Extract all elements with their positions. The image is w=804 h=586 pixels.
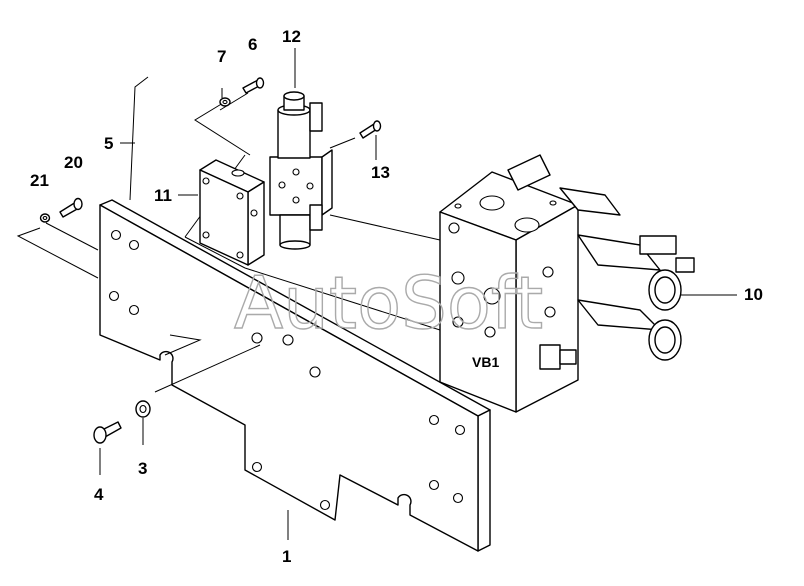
watermark-text: AutoSoft xyxy=(234,261,543,345)
callout-5: 5 xyxy=(104,134,113,153)
callout-21: 21 xyxy=(30,171,49,190)
callout-12: 12 xyxy=(282,27,301,46)
callout-20: 20 xyxy=(64,153,83,172)
callout-11: 11 xyxy=(154,186,172,205)
leader-lines xyxy=(16,48,737,540)
callout-6: 6 xyxy=(248,35,257,54)
screw-4 xyxy=(93,421,122,444)
valve-body xyxy=(439,154,579,413)
solenoid-valve xyxy=(269,91,333,250)
valve-label: VB1 xyxy=(472,354,499,370)
screw-6 xyxy=(242,77,265,94)
manifold-block xyxy=(199,159,265,266)
callout-7: 7 xyxy=(217,47,226,66)
washer-7 xyxy=(219,97,231,107)
solenoid-coils xyxy=(559,187,695,361)
callout-1: 1 xyxy=(282,547,291,566)
screw-13 xyxy=(359,120,382,139)
callout-3: 3 xyxy=(138,459,147,478)
callout-4: 4 xyxy=(94,485,104,504)
callout-13: 13 xyxy=(371,163,390,182)
mounting-plate xyxy=(99,199,491,552)
washer-21 xyxy=(39,213,51,223)
callout-10: 10 xyxy=(744,285,763,304)
screw-20 xyxy=(59,197,83,218)
washer-3 xyxy=(135,400,151,418)
